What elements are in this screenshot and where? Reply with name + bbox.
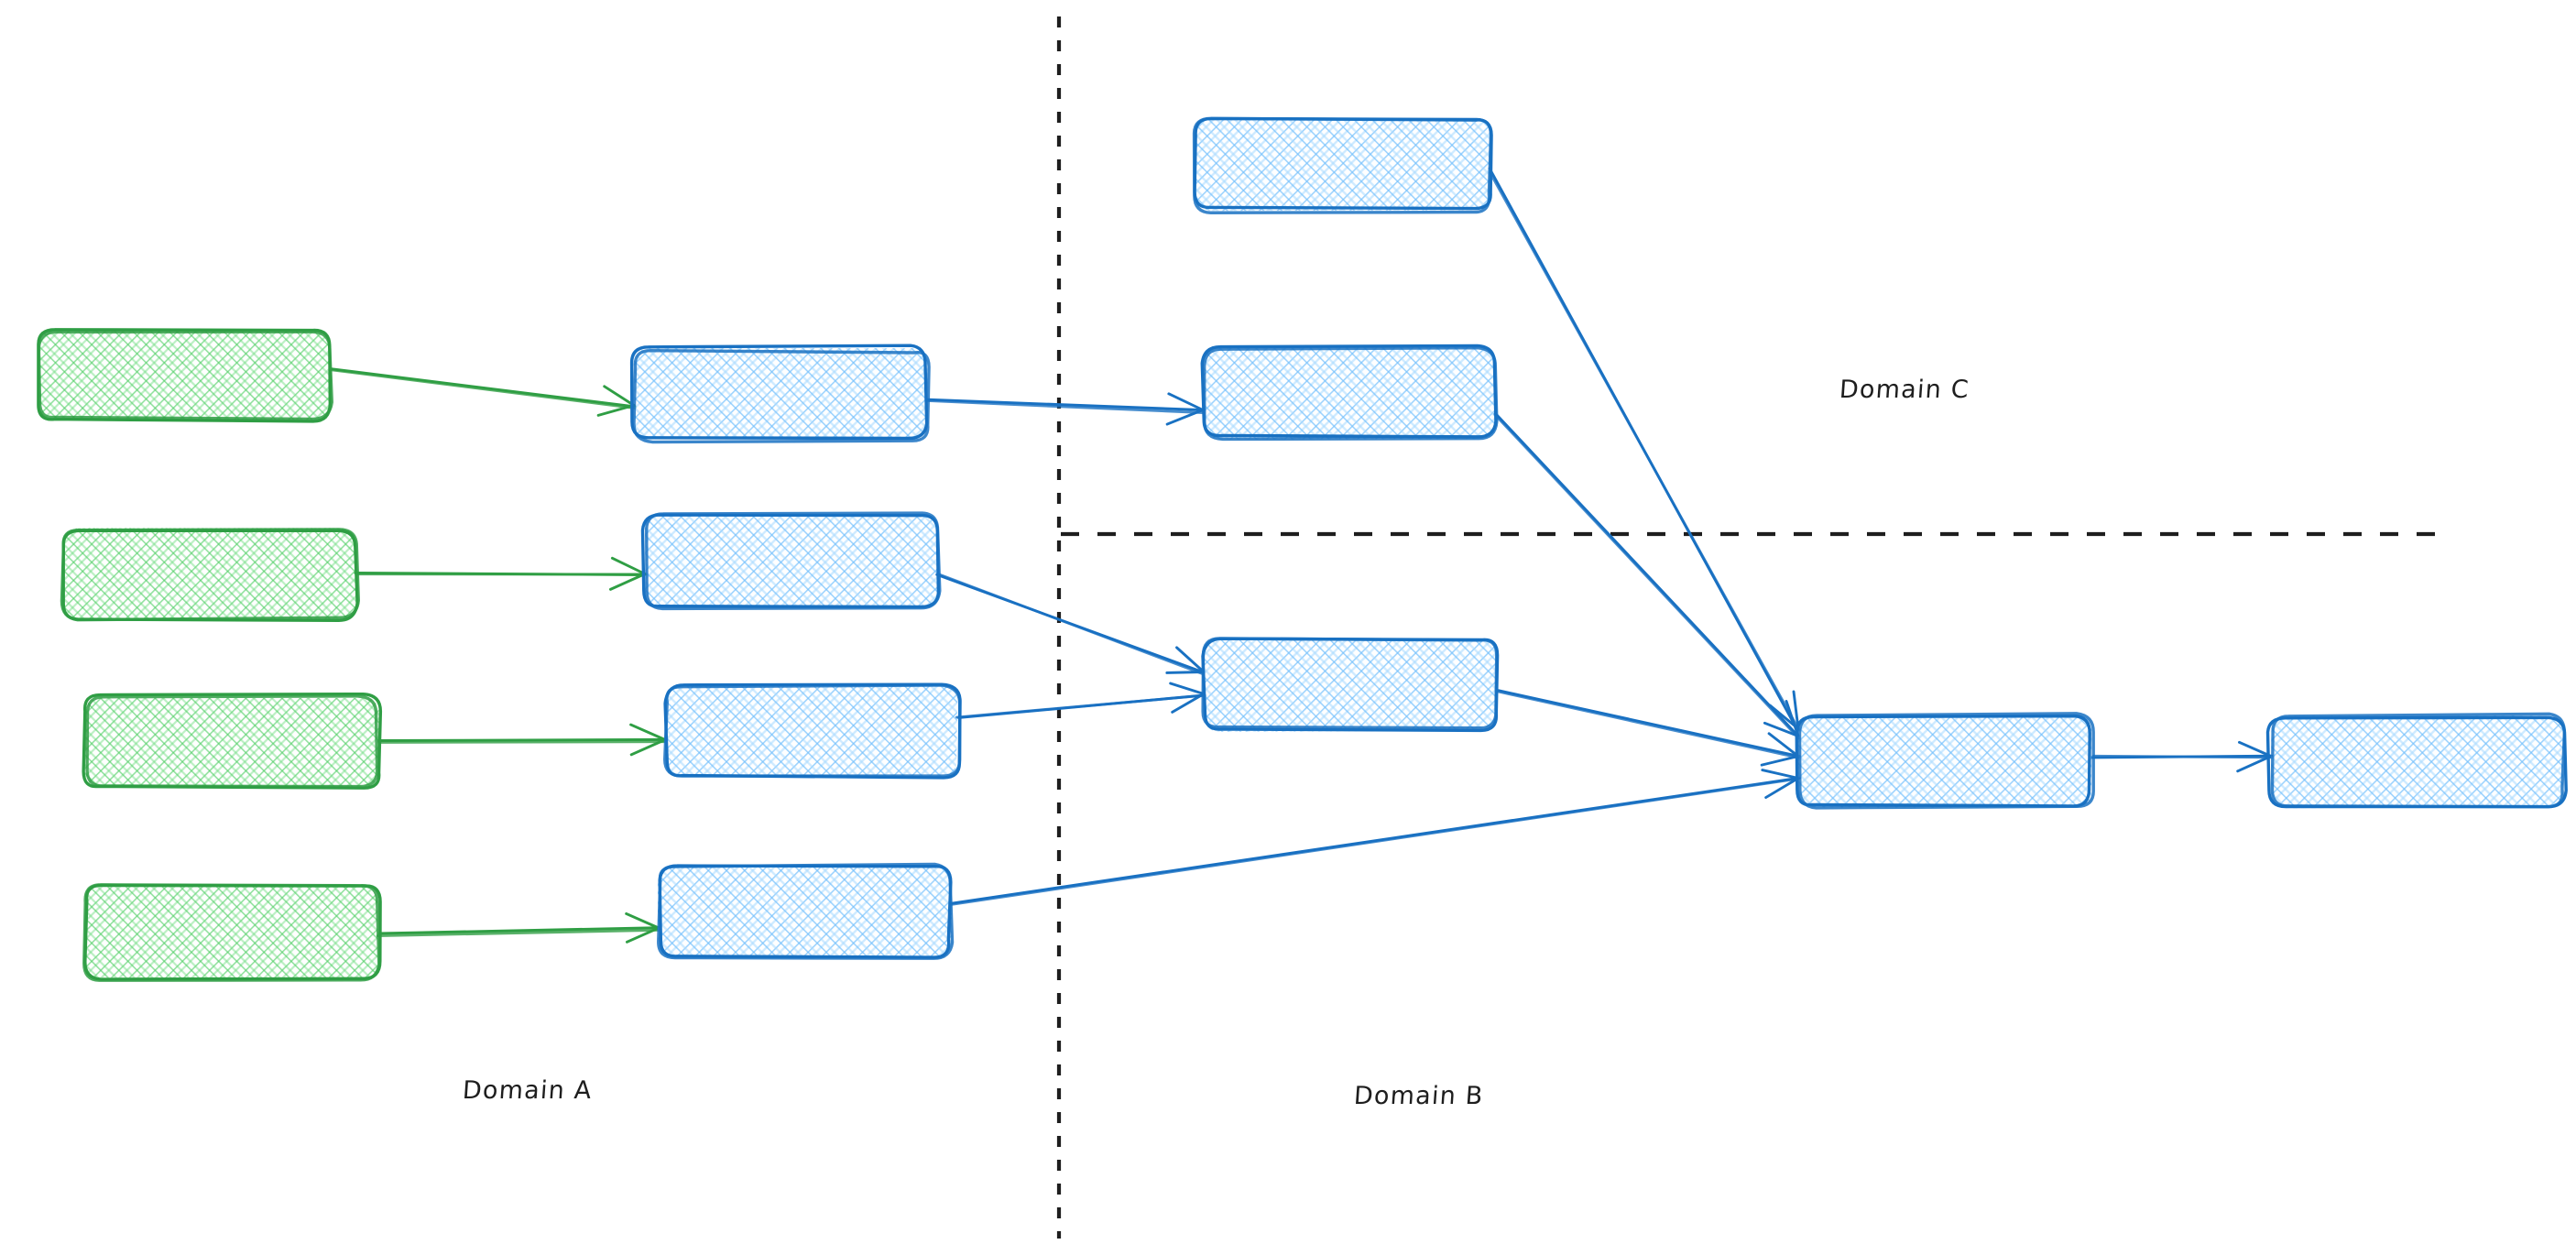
node-c1[interactable] <box>1795 712 2095 810</box>
node-a2[interactable] <box>60 528 360 622</box>
node-m1[interactable] <box>629 344 931 444</box>
edge-e10 <box>1492 412 1800 740</box>
arrow-head <box>1175 646 1206 673</box>
node-outline <box>657 862 955 960</box>
edge-line <box>376 928 660 938</box>
divider-layer <box>1056 16 2448 1239</box>
node-fill <box>634 348 928 440</box>
node-outline <box>632 348 931 444</box>
edge-e3 <box>377 723 668 757</box>
node-m2[interactable] <box>640 511 942 611</box>
edge-line <box>926 399 1206 415</box>
arrow-head <box>1165 671 1206 674</box>
node-fill <box>645 514 939 607</box>
arrow-head <box>1763 721 1800 737</box>
edge-layer <box>329 167 2274 944</box>
domain-b-label: Domain B <box>1352 1082 1485 1110</box>
arrow-head <box>1167 392 1205 411</box>
edge-line <box>1492 412 1800 740</box>
node-outline <box>82 883 381 982</box>
arrow-head <box>629 738 667 757</box>
arrow-head <box>596 404 636 417</box>
edge-line <box>1489 171 1801 732</box>
edge-e1 <box>329 367 637 417</box>
node-outline <box>663 683 962 778</box>
node-a4[interactable] <box>82 883 382 982</box>
arrow-head <box>1767 732 1800 758</box>
node-fill <box>63 528 356 620</box>
edge-e8 <box>949 769 1801 906</box>
node-outline <box>1797 712 2095 810</box>
node-fill <box>2271 715 2564 809</box>
node-outline <box>1192 116 1493 214</box>
arrow-head <box>2238 740 2273 758</box>
node-a3[interactable] <box>82 692 383 790</box>
edge-line <box>950 777 1800 906</box>
edge-line <box>377 737 668 742</box>
node-fill <box>38 329 331 420</box>
node-outline <box>82 692 383 790</box>
arrow-head <box>629 723 667 741</box>
node-fill <box>84 886 378 978</box>
edge-e4 <box>376 911 660 944</box>
arrow-head <box>2236 755 2273 773</box>
node-fill <box>1797 715 2092 808</box>
arrow-head <box>1764 777 1800 800</box>
edge-line <box>2091 754 2274 759</box>
node-fill <box>84 697 379 789</box>
edge-line <box>1496 690 1800 759</box>
node-c2[interactable] <box>2265 712 2568 809</box>
node-fill <box>1203 638 1497 732</box>
edge-line <box>925 398 1205 412</box>
node-fill <box>1203 346 1497 440</box>
node-b1[interactable] <box>1192 116 1493 214</box>
edge-e2 <box>354 556 648 591</box>
node-fill <box>657 866 953 958</box>
domain-a-label: Domain A <box>461 1076 594 1105</box>
arrow-head <box>1169 682 1206 695</box>
edge-e6 <box>935 573 1206 676</box>
edge-e9 <box>1488 167 1801 732</box>
node-b3[interactable] <box>1201 637 1500 733</box>
edge-e5 <box>925 392 1206 426</box>
node-outline <box>645 511 942 611</box>
node-outline <box>37 330 334 421</box>
node-outline <box>85 694 379 789</box>
domain-c-label: Domain C <box>1838 376 1970 404</box>
node-m3[interactable] <box>663 682 962 780</box>
edge-line <box>936 573 1205 676</box>
edge-line <box>377 926 660 935</box>
arrow-head <box>1792 690 1800 730</box>
arrow-head <box>608 573 647 591</box>
node-fill <box>1195 118 1490 212</box>
arrow-head <box>1760 755 1800 767</box>
arrow-head <box>610 556 647 575</box>
node-outline <box>1202 346 1499 442</box>
arrow-head <box>625 911 660 930</box>
arrow-head <box>1165 409 1205 426</box>
node-outline <box>1201 637 1499 730</box>
edge-line <box>955 693 1206 719</box>
node-outline <box>2270 712 2567 809</box>
arrow-head <box>625 926 660 944</box>
edge-e7 <box>955 682 1206 719</box>
node-a1[interactable] <box>37 328 334 423</box>
node-fill <box>664 685 958 777</box>
edge-line <box>329 368 637 409</box>
edge-e11 <box>1496 689 1801 767</box>
edge-e12 <box>2089 740 2274 773</box>
arrow-head <box>603 385 636 407</box>
arrow-head <box>1761 769 1800 780</box>
arrow-head <box>1171 693 1206 714</box>
edge-line <box>377 740 666 744</box>
node-outline <box>60 528 360 622</box>
node-m4[interactable] <box>657 862 955 960</box>
node-layer <box>37 116 2568 982</box>
node-b2[interactable] <box>1200 344 1499 442</box>
